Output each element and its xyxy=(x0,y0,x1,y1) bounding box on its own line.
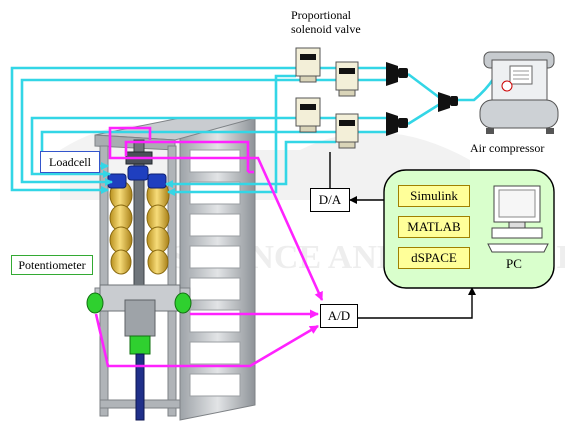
air-compressor-icon xyxy=(480,52,558,134)
ad-converter: A/D xyxy=(320,304,358,328)
valve-label-line1: Proportional xyxy=(291,8,361,22)
control-ad-pc xyxy=(358,288,472,318)
potentiometer-label: Potentiometer xyxy=(11,255,93,275)
air-line-11 xyxy=(408,74,440,98)
valve-4 xyxy=(336,114,358,148)
air-splitters xyxy=(386,62,458,136)
loadcell-label: Loadcell xyxy=(40,151,100,173)
da-converter: D/A xyxy=(310,188,350,212)
pc-label: PC xyxy=(506,257,522,270)
simulink-box: Simulink xyxy=(398,185,470,207)
valve-3 xyxy=(296,98,320,132)
valve-label: Proportional solenoid valve xyxy=(291,8,361,36)
valve-1 xyxy=(296,48,320,82)
matlab-box: MATLAB xyxy=(398,216,470,238)
valve-2 xyxy=(336,62,358,96)
compressor-label: Air compressor xyxy=(470,142,544,154)
valve-label-line2: solenoid valve xyxy=(291,22,361,36)
air-line-12 xyxy=(408,104,440,124)
air-line-13 xyxy=(456,78,494,100)
dspace-box: dSPACE xyxy=(398,247,470,269)
